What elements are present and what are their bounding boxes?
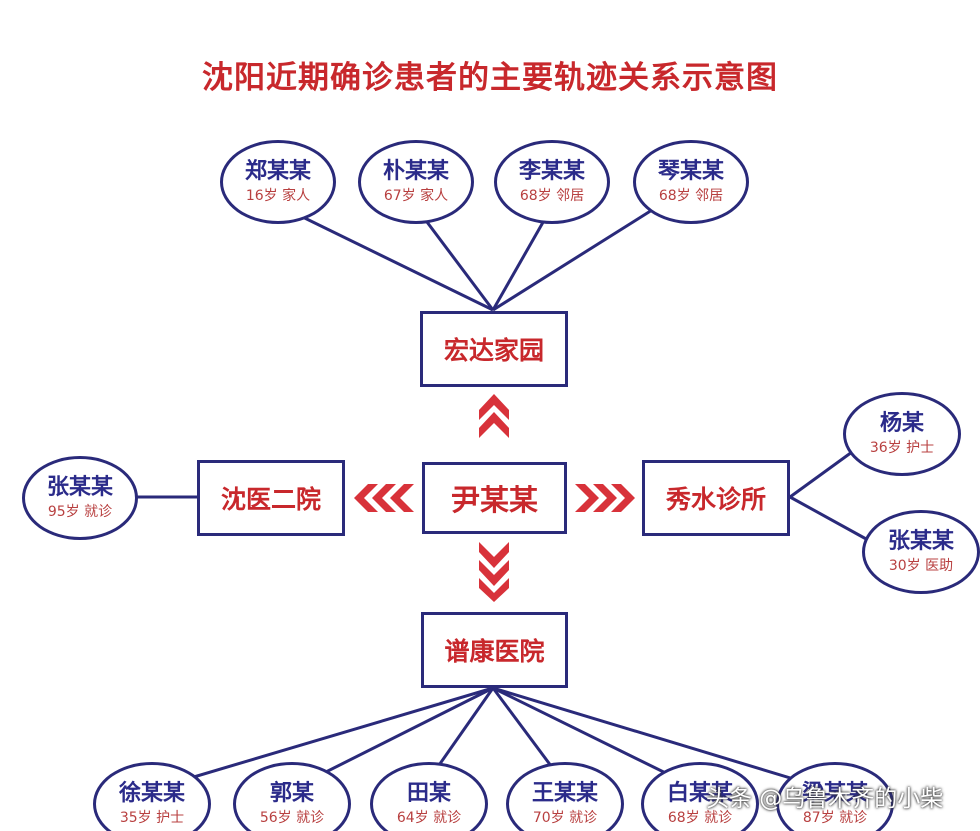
person-name: 琴某某 <box>657 159 724 184</box>
person-node-bottom-1: 徐某某 35岁 护士 <box>93 762 211 831</box>
center-person-box: 尹某某 <box>422 462 567 534</box>
arrow-left-icon <box>354 484 414 512</box>
person-node-bottom-6: 梁某某 87岁 就诊 <box>776 762 894 831</box>
person-info: 70岁 就诊 <box>532 810 598 826</box>
connector-line <box>277 203 494 312</box>
person-name: 田某 <box>406 781 451 806</box>
place-box-right: 秀水诊所 <box>642 460 790 536</box>
person-info: 68岁 就诊 <box>667 810 733 826</box>
arrow-down-icon <box>479 542 509 602</box>
person-name: 张某某 <box>887 529 954 554</box>
person-name: 张某某 <box>46 475 113 500</box>
person-info: 30岁 医助 <box>888 558 954 574</box>
watermark-text: 头条 @乌鲁木齐的小柴 <box>706 786 944 812</box>
person-info: 64岁 就诊 <box>396 810 462 826</box>
connector-line <box>416 209 495 311</box>
person-node-bottom-2: 郭某 56岁 就诊 <box>233 762 351 831</box>
connector-line <box>492 686 831 792</box>
person-name: 王某某 <box>531 781 598 806</box>
person-node-top-3: 李某某 68岁 邻居 <box>494 140 610 224</box>
person-name: 徐某某 <box>118 781 185 806</box>
connector-line <box>789 450 853 499</box>
connector-line <box>491 209 552 311</box>
person-node-top-1: 郑某某 16岁 家人 <box>220 140 336 224</box>
person-info: 35岁 护士 <box>119 810 185 826</box>
connector-line <box>492 686 691 787</box>
person-info: 16岁 家人 <box>245 188 311 204</box>
person-name: 郭某 <box>269 781 314 806</box>
person-info: 56岁 就诊 <box>259 810 325 826</box>
person-name: 朴某某 <box>382 159 449 184</box>
place-box-left: 沈医二院 <box>197 460 345 536</box>
person-name: 白某某 <box>666 781 733 806</box>
connector-line <box>299 686 494 787</box>
diagram-title: 沈阳近期确诊患者的主要轨迹关系示意图 <box>202 60 778 96</box>
person-node-top-2: 朴某某 67岁 家人 <box>358 140 474 224</box>
person-name: 李某某 <box>518 159 585 184</box>
connector-line <box>492 203 661 312</box>
person-info: 95岁 就诊 <box>47 504 113 520</box>
person-info: 68岁 邻居 <box>658 188 724 204</box>
person-node-left-1: 张某某 95岁 就诊 <box>22 456 138 540</box>
person-node-right-1: 杨某 36岁 护士 <box>843 392 961 476</box>
place-box-bottom: 谱康医院 <box>421 612 568 688</box>
person-name: 杨某 <box>879 411 924 436</box>
person-info: 68岁 邻居 <box>519 188 585 204</box>
arrow-right-icon <box>575 484 635 512</box>
person-name: 郑某某 <box>244 159 311 184</box>
connector-line <box>789 495 869 542</box>
person-info: 87岁 就诊 <box>802 810 868 826</box>
person-node-top-4: 琴某某 68岁 邻居 <box>633 140 749 224</box>
arrow-up-icon <box>479 394 509 438</box>
person-node-bottom-5: 白某某 68岁 就诊 <box>641 762 759 831</box>
connector-line <box>149 686 494 792</box>
person-node-bottom-3: 田某 64岁 就诊 <box>370 762 488 831</box>
person-info: 36岁 护士 <box>869 440 935 456</box>
person-node-bottom-4: 王某某 70岁 就诊 <box>506 762 624 831</box>
person-name: 梁某某 <box>801 781 868 806</box>
person-info: 67岁 家人 <box>383 188 449 204</box>
person-node-right-2: 张某某 30岁 医助 <box>862 510 980 594</box>
place-box-top: 宏达家园 <box>420 311 568 387</box>
